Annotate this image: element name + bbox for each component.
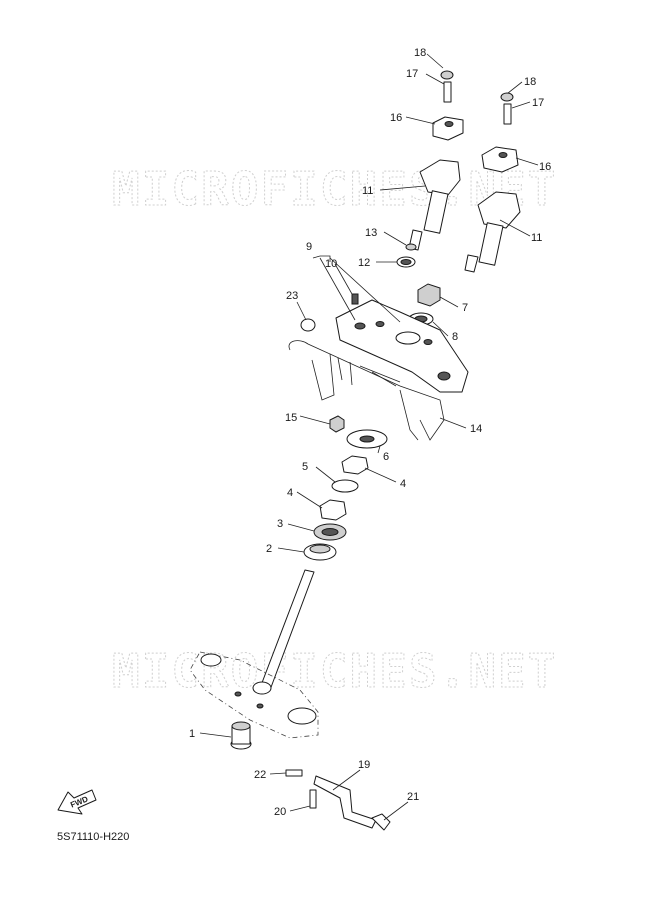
riser-assembly-left (408, 70, 464, 251)
callout-18-right: 18 (524, 76, 536, 88)
grommet-23 (300, 318, 316, 332)
callout-23: 23 (286, 290, 298, 302)
callout-4-lower: 4 (287, 487, 293, 499)
riser-11-left-top (419, 159, 461, 196)
riser-11-right-shaft (478, 222, 504, 266)
callout-16-left: 16 (390, 112, 402, 124)
callout-1: 1 (189, 728, 195, 740)
watermark-bottom: MICROFICHES.NET (112, 644, 557, 698)
callout-10: 10 (325, 258, 337, 270)
callout-9: 9 (306, 241, 312, 253)
callout-7: 7 (462, 302, 468, 314)
callout-5: 5 (302, 461, 308, 473)
callout-18-left: 18 (414, 47, 426, 59)
diagram-code: 5S71110-H220 (57, 831, 129, 843)
callout-20: 20 (274, 806, 286, 818)
callout-4-upper: 4 (400, 478, 406, 490)
callouts: 18 17 16 18 17 16 11 11 13 9 10 12 23 7 … (189, 47, 551, 818)
nut-15 (329, 415, 345, 433)
callout-19: 19 (358, 759, 370, 771)
callout-8: 8 (452, 331, 458, 343)
cap-18-right (500, 92, 514, 102)
washer-5 (331, 479, 359, 493)
callout-22: 22 (254, 769, 266, 781)
bolt-17-right (503, 103, 512, 125)
callout-2: 2 (266, 543, 272, 555)
callout-21: 21 (407, 791, 419, 803)
ring-nut-4-lower (319, 499, 347, 521)
fwd-arrow-icon: FWD (57, 789, 97, 815)
cable-guide-14 (288, 340, 445, 441)
callout-12: 12 (358, 257, 370, 269)
callout-15: 15 (285, 412, 297, 424)
riser-11-right-top (477, 191, 521, 229)
riser-cap-16-right (481, 146, 519, 173)
callout-6: 6 (383, 451, 389, 463)
lower-bracket-outline (189, 651, 319, 739)
collar-1 (230, 721, 252, 750)
riser-assembly-right (464, 92, 521, 273)
bolt-17-left (443, 81, 452, 103)
bolt-10 (351, 293, 359, 305)
callout-17-right: 17 (532, 97, 544, 109)
stay-19 (313, 775, 377, 829)
callout-3: 3 (277, 518, 283, 530)
callout-11-left: 11 (362, 185, 373, 197)
callout-14: 14 (470, 423, 482, 435)
washer-13 (405, 243, 417, 251)
callout-11-right: 11 (531, 232, 542, 244)
leader-lines (199, 53, 539, 821)
bolt-20 (309, 789, 317, 809)
callout-17-left: 17 (406, 68, 418, 80)
ring-nut-4-upper (341, 455, 369, 475)
callout-16-right: 16 (539, 161, 551, 173)
bolt-22 (285, 769, 303, 777)
upper-bracket-9 (335, 299, 469, 393)
callout-13: 13 (365, 227, 377, 239)
nut-7 (417, 283, 441, 307)
clamp-21 (371, 813, 391, 831)
riser-11-left-shaft (423, 190, 449, 234)
steering-stem (189, 569, 319, 739)
cap-18-left (440, 70, 454, 80)
riser-cap-16-left (432, 116, 464, 141)
